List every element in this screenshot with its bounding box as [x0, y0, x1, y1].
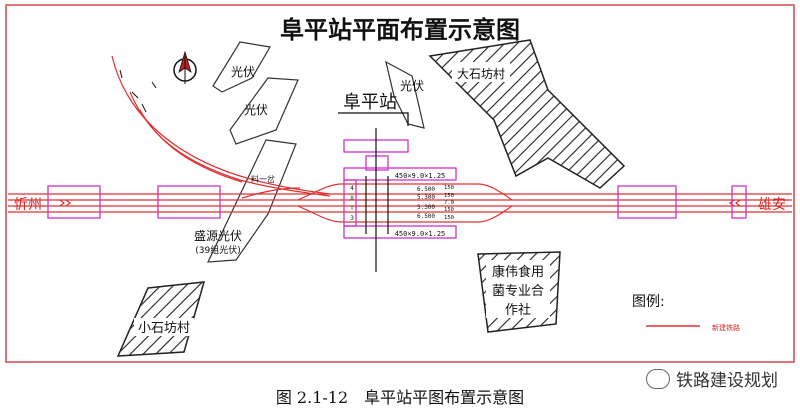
- branch-label: 料一岔: [251, 174, 275, 184]
- platform-bottom: [343, 225, 457, 239]
- spacing-4: 6.500: [417, 213, 435, 220]
- kangwei-label-line2: 菌专业合: [492, 284, 544, 299]
- village-small-label-bg: [134, 318, 194, 336]
- track-number-3: I: [351, 205, 353, 212]
- pv-label-top-left: 光伏: [231, 65, 255, 79]
- platform-bottom-label: 450×9.0×1.25: [395, 230, 446, 238]
- legend-title: 图例:: [632, 294, 665, 310]
- diagram-frame: [5, 4, 795, 363]
- city-right-label: 雄安: [758, 197, 786, 213]
- watermark: 铁路建设规划: [646, 366, 778, 391]
- station-axis: [365, 128, 389, 272]
- diagram-title: 阜平站平面布置示意图: [280, 16, 520, 44]
- city-left-label: 忻州: [14, 197, 42, 213]
- station-name-leader: [338, 112, 409, 126]
- station-name: 阜平站: [343, 92, 397, 113]
- shengyuan-label: 盛源光伏: [194, 228, 242, 243]
- platforms: [343, 139, 457, 239]
- side-number-4: 150: [444, 215, 454, 221]
- wechat-icon: [646, 368, 670, 389]
- pv-area-shengyuan: [207, 139, 297, 263]
- shengyuan-sublabel: (39组光伏): [195, 244, 240, 256]
- track-number-1: 4: [350, 185, 354, 192]
- track-number-4: 3: [350, 215, 354, 222]
- track-number-2: II: [350, 195, 354, 202]
- pv-area-top-left: [212, 41, 271, 93]
- legend-entry: 新建铁路: [712, 323, 740, 332]
- pv-label-top-center: 光伏: [400, 79, 424, 93]
- kangwei-label-line1: 康伟食用: [492, 264, 544, 280]
- siding-tracks: [241, 183, 513, 223]
- village-big-label-bg: [452, 62, 510, 82]
- village-small-label: 小石坊村: [138, 321, 190, 336]
- platform-top: [343, 167, 457, 181]
- spacing-3: 5.300: [417, 204, 435, 211]
- platform-left-link: [343, 179, 357, 227]
- pv-area-mid-left: [229, 77, 299, 145]
- station-building-link: [365, 155, 389, 171]
- kangwei-label-bg: [486, 260, 550, 318]
- village-big-label: 大石坊村: [457, 66, 505, 81]
- side-number-1: 150: [444, 185, 454, 191]
- figure-caption: 图 2.1-12 阜平站平图布置示意图: [275, 388, 525, 407]
- section-boxes: [47, 185, 747, 219]
- branch-spur-lines: [111, 55, 331, 197]
- side-number-3: 150: [444, 207, 454, 213]
- side-number-2: 150: [444, 193, 454, 199]
- kangwei-label-line3: 作社: [505, 302, 531, 318]
- watermark-text: 铁路建设规划: [676, 371, 778, 391]
- pv-area-top-center: [385, 60, 425, 129]
- north-arrow-icon: [173, 50, 197, 84]
- pv-label-mid-left: 光伏: [244, 103, 268, 117]
- direction-arrows: [59, 199, 741, 207]
- main-tracks: [8, 193, 792, 213]
- spacing-1: 6.500: [417, 186, 435, 193]
- branch-ticks: [119, 69, 157, 113]
- platform-top-label: 450×9.0×1.25: [395, 172, 446, 180]
- center-spacing: 7.0: [444, 200, 454, 206]
- spacing-2: 5.300: [417, 194, 435, 201]
